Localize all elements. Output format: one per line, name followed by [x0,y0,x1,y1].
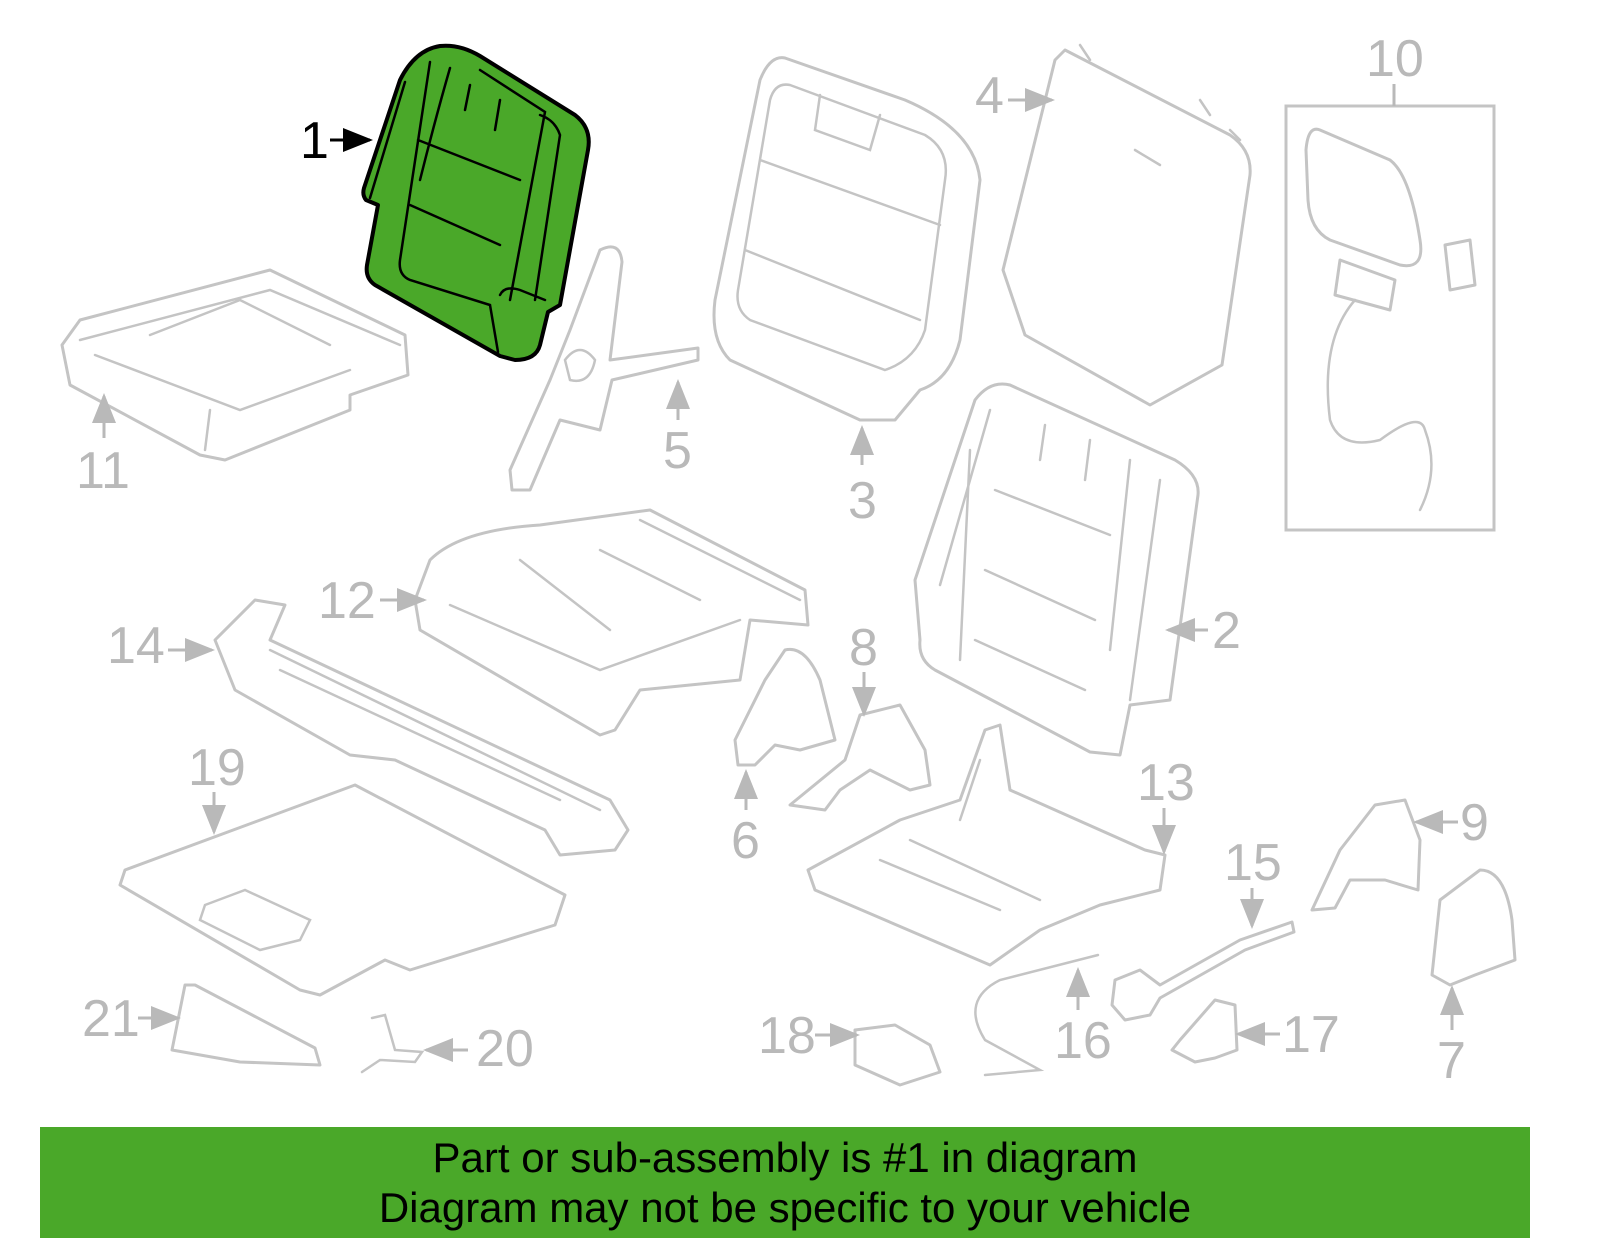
svg-text:12: 12 [318,572,376,630]
svg-text:19: 19 [188,739,246,797]
part-1-seat-back-cover[interactable] [361,43,591,362]
svg-text:4: 4 [975,67,1004,125]
part-6-trim[interactable] [733,647,837,767]
label-15[interactable]: 15 [1224,834,1282,929]
label-18[interactable]: 18 [758,1007,860,1065]
label-6[interactable]: 6 [731,769,760,870]
svg-text:11: 11 [76,442,130,500]
part-20-bracket[interactable] [360,1013,425,1074]
svg-text:7: 7 [1437,1032,1466,1090]
part-13-seat-base[interactable] [806,723,1167,967]
label-2[interactable]: 2 [1165,602,1241,660]
part-5-hinge-bracket[interactable] [508,245,700,492]
part-17-cover[interactable] [1170,998,1239,1064]
label-3[interactable]: 3 [848,425,877,530]
svg-text:6: 6 [731,812,760,870]
label-16[interactable]: 16 [1054,967,1112,1070]
svg-text:16: 16 [1054,1012,1112,1070]
part-19-floor-panel[interactable] [118,783,567,997]
part-11-seat-cushion[interactable] [60,268,410,462]
svg-text:14: 14 [107,617,165,675]
banner-part-line: Part or sub-assembly is #1 in diagram [432,1133,1138,1181]
banner-disclaimer-line: Diagram may not be specific to your vehi… [378,1183,1192,1231]
label-9[interactable]: 9 [1413,794,1489,852]
label-17[interactable]: 17 [1235,1006,1340,1064]
part-10-headrest-box[interactable] [1284,104,1496,532]
svg-text:9: 9 [1460,794,1489,852]
part-21-bracket[interactable] [170,983,322,1067]
part-9-trim[interactable] [1310,798,1422,912]
part-8-trim[interactable] [788,703,932,812]
part-15-release-handle[interactable] [1110,920,1296,1022]
label-21[interactable]: 21 [82,990,181,1048]
label-7[interactable]: 7 [1437,985,1466,1090]
svg-text:15: 15 [1224,834,1282,892]
svg-text:18: 18 [758,1007,816,1065]
svg-text:5: 5 [663,422,692,480]
label-13[interactable]: 13 [1137,754,1195,855]
svg-text:10: 10 [1366,30,1424,88]
label-14[interactable]: 14 [107,617,215,675]
part-2-seat-back-pad[interactable] [913,382,1200,757]
label-4[interactable]: 4 [975,67,1055,125]
label-5[interactable]: 5 [663,379,692,480]
part-18-handle[interactable] [853,1023,942,1087]
part-4-back-panel[interactable] [1001,43,1252,407]
info-banner: Part or sub-assembly is #1 in diagram Di… [40,1127,1530,1238]
svg-text:17: 17 [1282,1006,1340,1064]
part-12-cushion-frame[interactable] [413,508,810,737]
svg-text:13: 13 [1137,754,1195,812]
label-19[interactable]: 19 [188,739,246,835]
label-8[interactable]: 8 [849,619,878,717]
svg-text:1: 1 [300,112,329,170]
svg-text:3: 3 [848,472,877,530]
part-3-seat-back-frame[interactable] [712,56,982,422]
label-10[interactable]: 10 [1366,30,1424,106]
label-1[interactable]: 1 [300,112,373,170]
svg-text:21: 21 [82,990,140,1048]
part-7-trim[interactable] [1430,868,1517,987]
svg-text:2: 2 [1212,602,1241,660]
svg-text:8: 8 [849,619,878,677]
label-11[interactable]: 11 [76,393,130,500]
part-14-seat-track[interactable] [213,598,630,857]
part-16-cable[interactable] [974,953,1100,1077]
label-20[interactable]: 20 [423,1020,534,1078]
svg-text:20: 20 [476,1020,534,1078]
label-12[interactable]: 12 [318,572,427,630]
